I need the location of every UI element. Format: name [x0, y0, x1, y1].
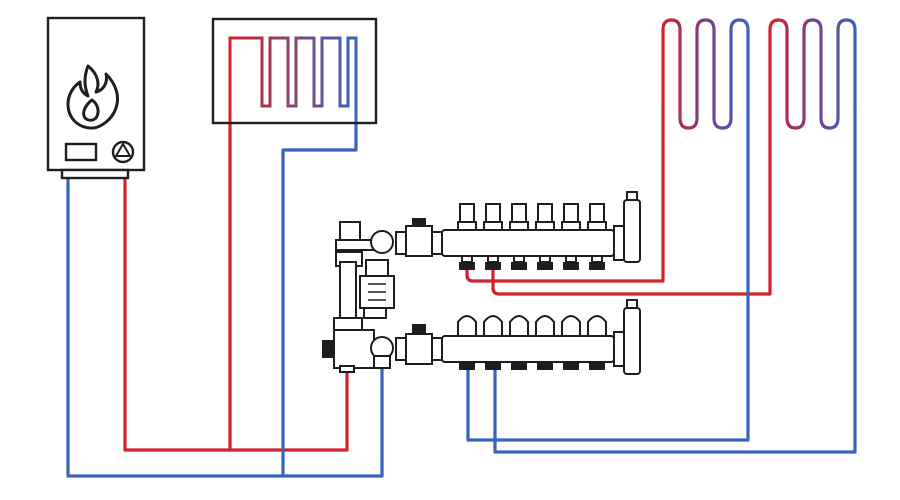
flow-meter-base: [457, 221, 477, 231]
coil-1-supply-pipe: [465, 108, 665, 283]
mixing-top-fitting: [335, 239, 377, 251]
outlet-fitting-icon: [589, 262, 605, 270]
outlet-stem: [565, 255, 577, 263]
supply-manifold: [395, 191, 641, 270]
return-outlet-1: [457, 315, 477, 370]
supply-nut: [431, 231, 443, 255]
flow-meter-base: [561, 221, 581, 231]
return-outlet-6: [587, 315, 607, 370]
outlet-stem: [487, 255, 499, 263]
boiler-return-pipe: [66, 176, 384, 478]
supply-outlets: [457, 203, 607, 270]
flow-meter-icon: [485, 203, 501, 223]
valve-cap-icon: [535, 315, 555, 337]
return-manifold-bar: [441, 335, 615, 363]
pump-motor-icon: [359, 259, 395, 319]
return-outlet-4: [535, 315, 555, 370]
underfloor-coil-1: [661, 18, 750, 130]
supply-vent-top: [626, 191, 638, 201]
boiler: [46, 16, 146, 180]
flow-meter-icon: [537, 203, 553, 223]
supply-outlet-1: [457, 203, 477, 270]
valve-cap-icon: [561, 315, 581, 337]
outlet-fitting-icon: [563, 362, 579, 370]
return-isolation-valve: [405, 333, 433, 365]
return-air-vent: [623, 307, 641, 375]
return-manifold: [395, 299, 641, 375]
mixing-unit: [322, 221, 395, 373]
return-outlet-2: [483, 315, 503, 370]
supply-outlet-6: [587, 203, 607, 270]
outlet-fitting-icon: [485, 262, 501, 270]
outlet-stem: [461, 255, 473, 263]
flow-meter-icon: [563, 203, 579, 223]
outlet-fitting-icon: [459, 262, 475, 270]
coil-2-return-pipe: [493, 108, 857, 454]
supply-end-cap: [613, 225, 625, 261]
flow-meter-base: [483, 221, 503, 231]
outlet-fitting-icon: [511, 362, 527, 370]
radiator: [211, 17, 378, 125]
flow-meter-base: [509, 221, 529, 231]
supply-valve-handle: [412, 218, 426, 226]
mixing-vertical-pipe: [339, 261, 357, 319]
mixing-top-cap: [339, 221, 361, 241]
valve-cap-icon: [509, 315, 529, 337]
flow-meter-base: [535, 221, 555, 231]
underfloor-coil-2: [768, 18, 857, 130]
valve-cap-icon: [457, 315, 477, 337]
thermostatic-head-icon: [322, 340, 334, 358]
flow-meter-base: [587, 221, 607, 231]
return-outlet-3: [509, 315, 529, 370]
return-coupler: [395, 337, 407, 361]
flame-icon: [66, 64, 120, 130]
radiator-coil: [228, 36, 358, 122]
supply-outlet-5: [561, 203, 581, 270]
underfloor-coils: [661, 18, 857, 130]
supply-manifold-bar: [441, 229, 615, 257]
supply-air-vent: [623, 199, 641, 263]
return-end-cap: [613, 331, 625, 367]
boiler-supply-pipe: [123, 176, 349, 452]
mixing-lower-fitting: [333, 317, 363, 331]
outlet-fitting-icon: [485, 362, 501, 370]
outlet-stem: [539, 255, 551, 263]
outlet-fitting-icon: [511, 262, 527, 270]
flow-meter-icon: [511, 203, 527, 223]
supply-outlet-4: [535, 203, 555, 270]
pump-icon: [111, 140, 135, 164]
outlet-fitting-icon: [563, 262, 579, 270]
outlet-fitting-icon: [459, 362, 475, 370]
valve-cap-icon: [587, 315, 607, 337]
boiler-base: [60, 168, 130, 180]
outlet-stem: [591, 255, 603, 263]
flow-meter-icon: [459, 203, 475, 223]
supply-coupler: [395, 231, 407, 255]
mixing-valve-body: [333, 329, 375, 369]
return-outlets: [457, 315, 607, 370]
pipes: [66, 108, 857, 478]
outlet-fitting-icon: [537, 362, 553, 370]
return-stub: [373, 355, 391, 369]
return-outlet-5: [561, 315, 581, 370]
supply-isolation-valve: [405, 225, 433, 257]
outlet-fitting-icon: [537, 262, 553, 270]
return-valve-handle: [412, 324, 426, 334]
coil-2-supply-pipe: [491, 108, 772, 296]
outlet-stem: [513, 255, 525, 263]
supply-stub: [339, 365, 355, 373]
return-vent-top: [626, 299, 638, 309]
radiator-return-pipe: [281, 120, 358, 478]
outlet-fitting-icon: [589, 362, 605, 370]
supply-outlet-2: [483, 203, 503, 270]
supply-ball-valve: [370, 230, 394, 254]
display-icon: [64, 142, 98, 162]
supply-outlet-3: [509, 203, 529, 270]
return-nut: [431, 337, 443, 361]
coil-1-return-pipe: [466, 108, 750, 442]
flow-meter-icon: [589, 203, 605, 223]
valve-cap-icon: [483, 315, 503, 337]
